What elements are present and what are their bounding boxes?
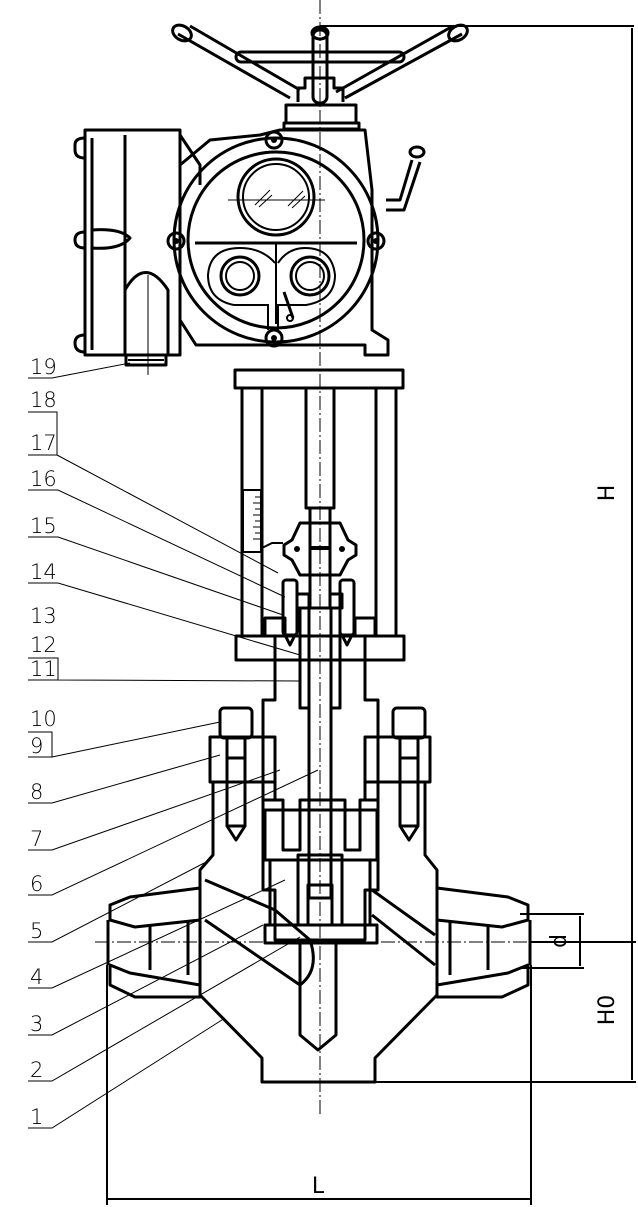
callout-4: 4 xyxy=(30,965,43,989)
indicator-cover xyxy=(166,130,386,348)
callout-5: 5 xyxy=(30,919,43,943)
callout-13: 13 xyxy=(30,604,57,628)
callout-6: 6 xyxy=(30,872,43,896)
terminal-box xyxy=(73,128,202,375)
dimension-labels: H H0 d L xyxy=(312,485,620,1199)
callout-15: 15 xyxy=(30,514,57,538)
dim-label-H: H xyxy=(595,485,620,502)
callout-1: 1 xyxy=(30,1105,43,1129)
part-callouts: 19 18 17 16 15 14 13 12 11 10 9 8 7 6 5 … xyxy=(28,355,319,1129)
callout-11: 11 xyxy=(30,657,57,681)
dim-label-L: L xyxy=(312,1174,325,1199)
callout-10: 10 xyxy=(30,707,57,731)
electric-actuator xyxy=(73,23,469,390)
callout-3: 3 xyxy=(30,1012,43,1036)
declutch-lever[interactable] xyxy=(386,145,426,212)
callout-2: 2 xyxy=(30,1058,43,1082)
callout-8: 8 xyxy=(30,780,43,804)
callout-19: 19 xyxy=(30,355,57,379)
callout-14: 14 xyxy=(30,560,57,584)
callout-17: 17 xyxy=(30,431,57,455)
callout-9: 9 xyxy=(30,734,43,758)
callout-18: 18 xyxy=(30,388,57,412)
dim-label-d: d xyxy=(547,934,572,948)
dimension-lines xyxy=(106,25,636,1205)
callout-16: 16 xyxy=(30,467,57,491)
callout-12: 12 xyxy=(30,633,57,657)
valve-body xyxy=(95,780,545,1084)
dim-label-H0: H0 xyxy=(595,995,620,1026)
callout-7: 7 xyxy=(30,827,43,851)
